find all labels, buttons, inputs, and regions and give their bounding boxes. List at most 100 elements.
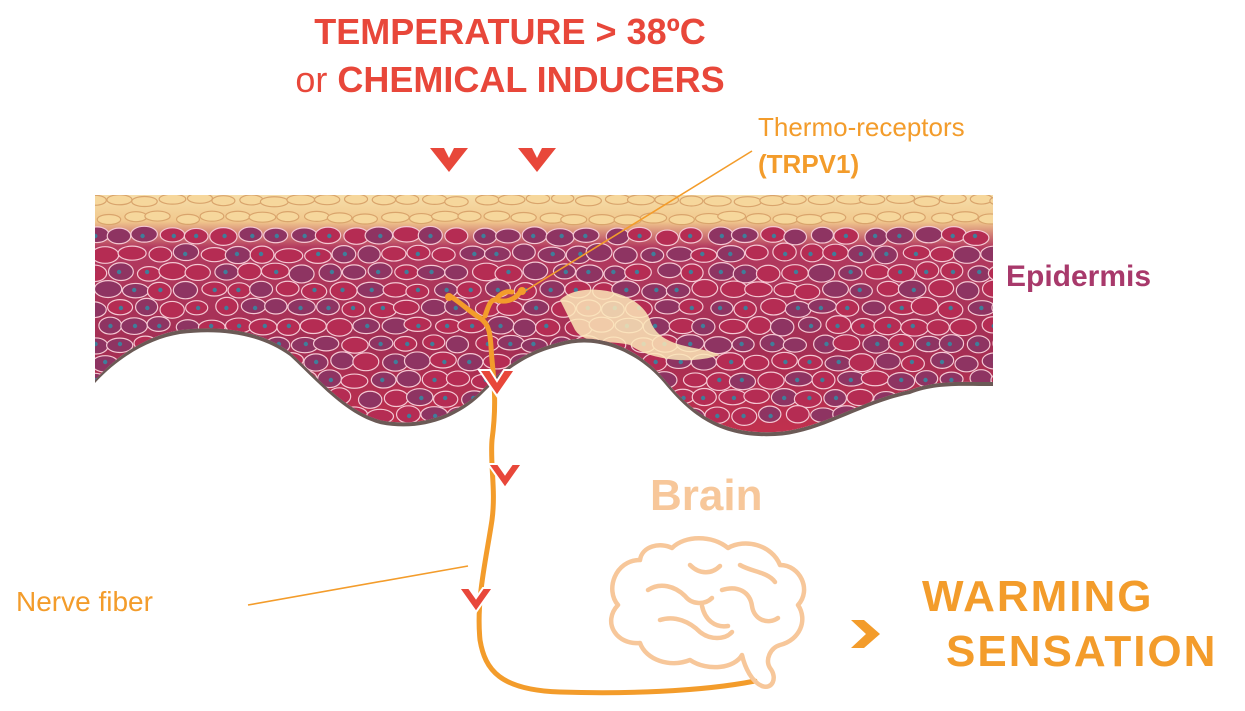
cell-nucleus [977,270,981,274]
epidermis-cell [865,265,889,279]
epidermis-cell [552,193,574,203]
epidermis-cell [423,194,447,204]
epidermis-cell [511,213,536,223]
epidermis-cell [177,214,200,224]
cell-nucleus [715,414,719,418]
cell-nucleus [899,342,903,346]
epidermis-cell [746,214,770,224]
epidermis-cell [565,390,591,405]
epidermis-cell [991,373,1014,387]
epidermis-cell [992,299,1014,316]
epidermis-cell [579,371,604,388]
epidermis-cell [109,409,134,424]
epidermis-cell [160,301,184,318]
cell-nucleus [912,288,916,292]
epidermis-cell [978,214,1002,224]
epidermis-cell [692,280,718,297]
cell-nucleus [236,288,240,292]
epidermis-cell [327,213,351,223]
cell-nucleus [250,234,254,238]
epidermis-cell [536,355,561,372]
cell-nucleus [860,324,864,328]
epidermis-cell [939,194,966,204]
cell-nucleus [1020,252,1024,256]
epidermis-cell [526,407,553,423]
epidermis-cell [249,212,276,222]
cell-nucleus [824,342,828,346]
cell-nucleus [975,342,979,346]
epidermis-cell [353,214,378,224]
epidermis-cell [264,408,289,426]
cell-nucleus [314,360,318,364]
cell-nucleus [134,396,138,400]
cell-nucleus [875,414,879,418]
epidermis-cell [718,211,746,221]
epidermis-cell [642,284,667,300]
cell-nucleus [157,324,161,328]
cell-nucleus [951,270,955,274]
epidermis-cell [358,246,380,263]
epidermis-cell [383,283,408,297]
epidermis-cell [345,194,368,204]
cell-nucleus [768,414,772,418]
cell-nucleus [222,378,226,382]
cell-nucleus [330,270,334,274]
epidermis-cell [552,408,575,423]
cell-nucleus [140,234,144,238]
cell-nucleus [637,234,641,238]
cell-nucleus [145,306,149,310]
cell-nucleus [859,252,863,256]
epidermis-cell [952,212,978,222]
epidermis-label: Epidermis [1006,262,1151,292]
cell-nucleus [688,342,692,346]
epidermis-cell [145,211,170,221]
cell-nucleus [235,252,239,256]
cell-nucleus [992,324,996,328]
cell-nucleus [967,396,971,400]
cell-nucleus [316,252,320,256]
cell-nucleus [559,378,563,382]
cell-nucleus [794,270,798,274]
cell-nucleus [924,270,928,274]
cell-nucleus [560,414,564,418]
epidermis-cell [861,371,889,386]
effect-label-line1: WARMING [922,575,1154,619]
cell-nucleus [848,270,852,274]
epidermis-cell [683,373,706,387]
cell-nucleus [700,252,704,256]
cell-nucleus [266,360,270,364]
epidermis-cell [744,389,769,404]
cell-nucleus [832,252,836,256]
epidermis-cell [614,247,638,264]
epidermis-cell [629,374,655,389]
epidermis-cell [770,318,793,336]
nerve-fiber-label: Nerve fiber [16,588,153,616]
epidermis-cell [930,247,954,262]
epidermis-cell [756,265,779,282]
epidermis-cell [476,195,499,205]
epidermis-cell [275,249,303,263]
receptor-sublabel: (TRPV1) [758,151,859,177]
cell-nucleus [133,324,137,328]
epidermis-cell [125,354,148,370]
epidermis-cell [99,391,121,406]
cell-nucleus [158,288,162,292]
epidermis-cell [734,197,761,207]
cell-nucleus [445,324,449,328]
chevron-down-icon [459,588,493,612]
epidermis-cell [853,214,876,224]
epidermis-cell [667,247,693,261]
epidermis-cell [956,282,979,300]
cell-nucleus [145,270,149,274]
cell-nucleus [979,306,983,310]
epidermis-cell [745,282,772,297]
cell-nucleus [651,396,655,400]
epidermis-cell [586,389,612,406]
epidermis-cell [331,352,354,369]
cell-nucleus [923,378,927,382]
epidermis-cell [159,370,183,386]
epidermis-cell [576,409,602,425]
cell-nucleus [376,270,380,274]
cell-nucleus [263,324,267,328]
cell-nucleus [224,306,228,310]
